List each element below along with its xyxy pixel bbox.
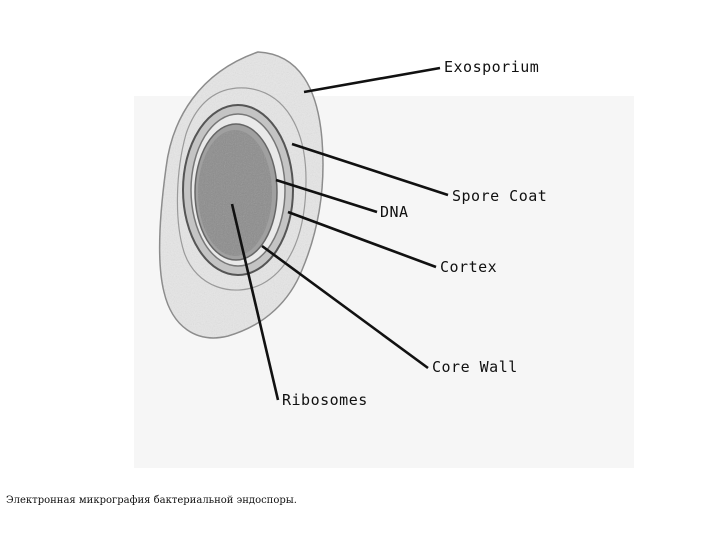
label-spore-coat: Spore Coat <box>452 187 547 205</box>
spore-coat-leader <box>291 142 449 197</box>
exosporium-leader <box>303 66 441 94</box>
cortex-leader <box>287 210 437 269</box>
dna-leader <box>275 178 378 214</box>
exosporium-inner-boundary <box>176 87 307 291</box>
label-exosporium: Exosporium <box>444 58 539 76</box>
ribosomes-leader <box>230 203 280 401</box>
label-ribosomes: Ribosomes <box>282 391 368 409</box>
spore-core-texture <box>198 130 272 256</box>
label-cortex: Cortex <box>440 258 497 276</box>
label-dna: DNA <box>380 203 409 221</box>
label-core-wall: Core Wall <box>432 358 518 376</box>
core-wall-leader <box>261 244 429 370</box>
figure-caption: Электронная микрография бактериальной эн… <box>6 495 297 506</box>
